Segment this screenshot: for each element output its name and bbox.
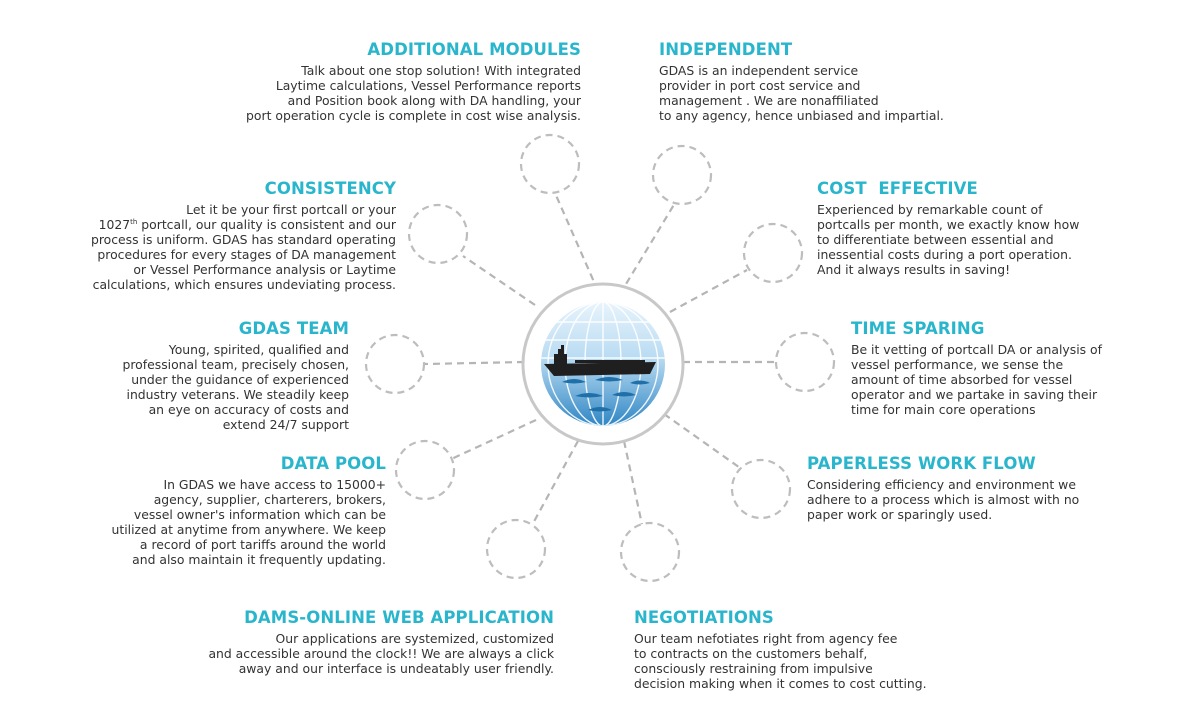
consistency-ordinal: th (130, 217, 138, 226)
connector-lines (424, 192, 777, 530)
node-circle-consistency (407, 203, 469, 265)
block-additional-modules: ADDITIONAL MODULES Talk about one stop s… (246, 39, 581, 123)
body-gdas-team: Young, spirited, qualified and professio… (122, 342, 349, 432)
block-consistency: CONSISTENCY Let it be your first portcal… (91, 178, 396, 292)
node-circle-independent (651, 144, 713, 206)
block-paperless: PAPERLESS WORK FLOW Considering efficien… (807, 453, 1079, 522)
title-gdas-team: GDAS TEAM (238, 319, 349, 338)
consistency-line2-rest: portcall, our quality is consistent and … (137, 217, 396, 232)
node-circle-data-source (485, 518, 547, 580)
ship-icon (544, 345, 656, 376)
block-data-pool: DATA POOL In GDAS we have access to 1500… (112, 453, 387, 567)
consistency-line1: Let it be your first portcall or your (186, 202, 396, 217)
block-gdas-team: GDAS TEAM Young, spirited, qualified and… (122, 318, 349, 432)
node-circle-paperless (730, 458, 792, 520)
block-cost-effective: COST EFFECTIVE Experienced by remarkable… (817, 178, 1079, 277)
body-negotiations: Our team nefotiates right from agency fe… (634, 631, 927, 691)
block-time-sparing: TIME SPARING Be it vetting of portcall D… (851, 318, 1102, 417)
title-time-sparing: TIME SPARING (851, 319, 985, 338)
title-paperless: PAPERLESS WORK FLOW (807, 454, 1036, 473)
title-additional-modules: ADDITIONAL MODULES (367, 40, 581, 59)
node-circle-data-pool (394, 439, 456, 501)
body-data-pool: In GDAS we have access to 15000+ agency,… (111, 477, 387, 567)
title-dams-online: DAMS-ONLINE WEB APPLICATION (244, 608, 554, 627)
center-logo (521, 282, 685, 446)
body-dams-online: Our applications are systemized, customi… (208, 631, 554, 676)
consistency-rest: process is uniform. GDAS has standard op… (90, 232, 396, 292)
title-independent: INDEPENDENT (659, 40, 793, 59)
body-time-sparing: Be it vetting of portcall DA or analysis… (851, 342, 1102, 417)
title-cost-effective: COST EFFECTIVE (817, 179, 978, 198)
node-circle-negotiations (619, 521, 681, 583)
title-negotiations: NEGOTIATIONS (634, 608, 774, 627)
consistency-number: 1027 (98, 217, 131, 232)
body-consistency: Let it be your first portcall or your 10… (91, 202, 396, 292)
block-independent: INDEPENDENT GDAS is an independent servi… (659, 39, 944, 123)
title-data-pool: DATA POOL (280, 454, 386, 473)
block-negotiations: NEGOTIATIONS Our team nefotiates right f… (634, 607, 927, 691)
body-paperless: Considering efficiency and environment w… (807, 477, 1080, 522)
node-circle-additional-modules (519, 133, 581, 195)
node-circle-time-sparing (774, 331, 836, 393)
block-dams-online: DAMS-ONLINE WEB APPLICATION Our applicat… (208, 607, 554, 676)
title-consistency: CONSISTENCY (264, 179, 396, 198)
body-independent: GDAS is an independent service provider … (659, 63, 944, 123)
node-circles (364, 133, 836, 583)
body-additional-modules: Talk about one stop solution! With integ… (246, 63, 581, 123)
node-circle-cost-effective (742, 222, 804, 284)
consistency-line2: 1027th portcall, our quality is consiste… (91, 217, 396, 232)
node-circle-gdas-team (364, 333, 426, 395)
body-cost-effective: Experienced by remarkable count of portc… (817, 202, 1080, 277)
